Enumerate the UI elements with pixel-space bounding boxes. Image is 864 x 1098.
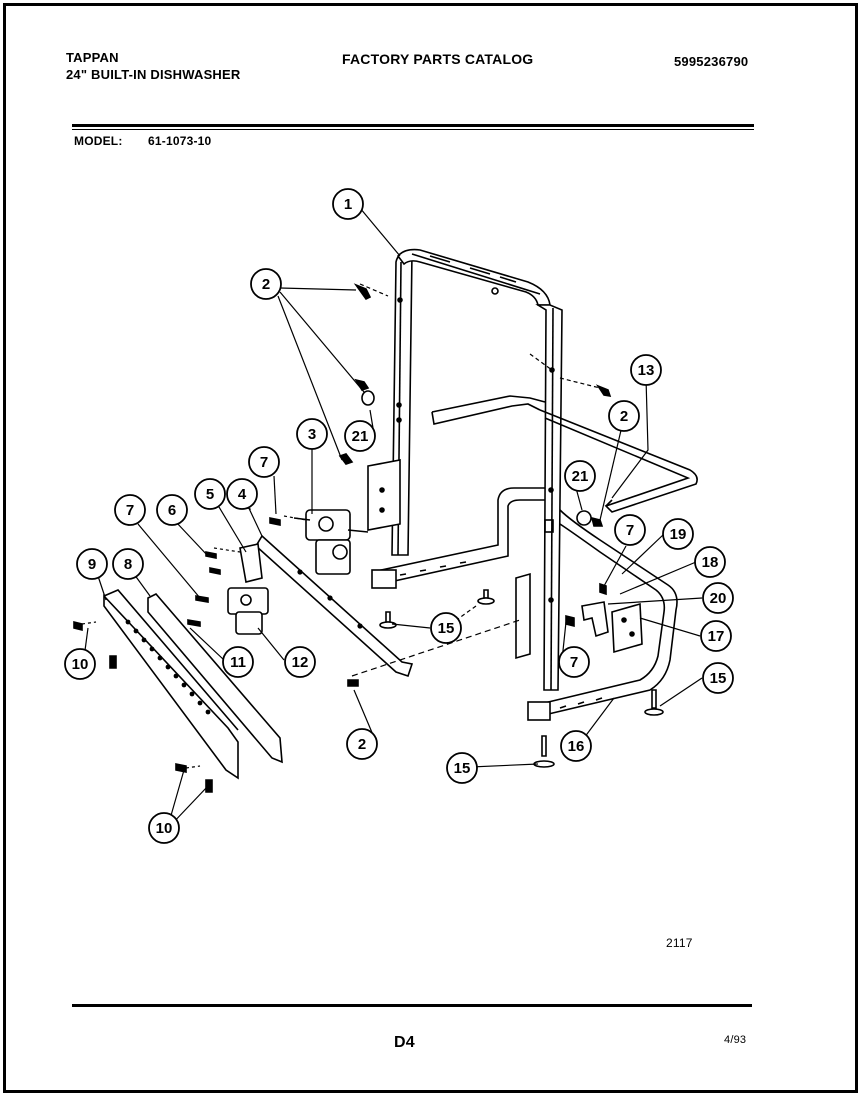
callout-label: 2 bbox=[620, 408, 628, 425]
callout-labels: 1 2 2 2 3 4 5 6 7 7 7 7 8 9 10 10 11 12 … bbox=[72, 196, 727, 837]
callout-20 bbox=[702, 582, 734, 614]
callout-2 bbox=[250, 268, 282, 300]
clip-20 bbox=[581, 601, 609, 638]
callout-label: 12 bbox=[292, 654, 309, 671]
callout-18 bbox=[694, 546, 726, 578]
callout-label: 21 bbox=[572, 468, 589, 485]
inlet-valve-3 bbox=[293, 509, 369, 575]
catalog-number: 5995236790 bbox=[674, 54, 749, 69]
callout-13 bbox=[630, 354, 662, 386]
bracket-left-vertical bbox=[367, 459, 401, 531]
callout-label: 20 bbox=[710, 590, 727, 607]
support-bracket-13 bbox=[431, 395, 698, 513]
callout-label: 7 bbox=[626, 522, 634, 539]
bracket-17 bbox=[611, 602, 643, 654]
model-number: 61-1073-10 bbox=[148, 134, 212, 148]
callout-7 bbox=[558, 646, 590, 678]
callout-label: 13 bbox=[638, 362, 655, 379]
product-name: 24" BUILT-IN DISHWASHER bbox=[66, 67, 241, 82]
callout-label: 16 bbox=[568, 738, 585, 755]
callout-17 bbox=[700, 620, 732, 652]
callout-label: 15 bbox=[454, 760, 471, 777]
callout-15 bbox=[446, 752, 478, 784]
header-rule-thick bbox=[72, 124, 754, 127]
callout-label: 2 bbox=[262, 276, 270, 293]
callout-label: 7 bbox=[260, 454, 268, 471]
brace-8 bbox=[147, 593, 283, 764]
catalog-title: FACTORY PARTS CATALOG bbox=[342, 51, 534, 67]
callout-label: 15 bbox=[438, 620, 455, 637]
callout-7 bbox=[114, 494, 146, 526]
tub-support-inner bbox=[371, 487, 545, 589]
callout-2 bbox=[346, 728, 378, 760]
callout-label: 11 bbox=[230, 654, 246, 671]
bracket-right-vertical bbox=[515, 572, 531, 660]
callout-label: 10 bbox=[72, 656, 89, 673]
callout-7 bbox=[614, 514, 646, 546]
model-label: MODEL: bbox=[74, 134, 123, 148]
callout-label: 4 bbox=[238, 486, 247, 503]
callout-label: 15 bbox=[710, 670, 727, 687]
callout-3 bbox=[296, 418, 328, 450]
footer-rule bbox=[72, 1004, 752, 1007]
callout-10 bbox=[64, 648, 96, 680]
callout-label: 3 bbox=[308, 426, 316, 443]
leveling-legs bbox=[379, 589, 664, 768]
door-frame-top-rail bbox=[396, 248, 551, 306]
callout-label: 1 bbox=[344, 196, 352, 213]
callout-label: 17 bbox=[708, 628, 725, 645]
header-rule-thin bbox=[72, 129, 754, 130]
leader-lines bbox=[81, 207, 703, 827]
print-date: 4/93 bbox=[724, 1034, 747, 1046]
switch-12 bbox=[227, 587, 269, 635]
callout-21 bbox=[564, 460, 596, 492]
callout-label: 21 bbox=[352, 428, 369, 445]
callout-label: 5 bbox=[206, 486, 214, 503]
callout-label: 7 bbox=[570, 654, 578, 671]
drawing-number: 2117 bbox=[666, 936, 693, 950]
page-id: D4 bbox=[394, 1034, 415, 1051]
brand-name: TAPPAN bbox=[66, 50, 119, 65]
callout-label: 9 bbox=[88, 556, 96, 573]
callout-2 bbox=[608, 400, 640, 432]
callout-9 bbox=[76, 548, 108, 580]
callout-5 bbox=[194, 478, 226, 510]
callout-label: 18 bbox=[702, 554, 719, 571]
callout-label: 6 bbox=[168, 502, 176, 519]
callout-1 bbox=[332, 188, 364, 220]
callout-6 bbox=[156, 494, 188, 526]
page-border bbox=[3, 3, 858, 1093]
callout-19 bbox=[662, 518, 694, 550]
switch-bracket-5 bbox=[239, 543, 263, 583]
callout-7 bbox=[248, 446, 280, 478]
callout-10 bbox=[148, 812, 180, 844]
control-panel-dots bbox=[125, 619, 211, 715]
callout-15 bbox=[430, 612, 462, 644]
callout-label: 19 bbox=[670, 526, 687, 543]
callout-label: 7 bbox=[126, 502, 134, 519]
callout-circles bbox=[64, 188, 734, 844]
callout-11 bbox=[222, 646, 254, 678]
callout-21 bbox=[344, 420, 376, 452]
callout-15 bbox=[702, 662, 734, 694]
callout-8 bbox=[112, 548, 144, 580]
callout-label: 10 bbox=[156, 820, 173, 837]
control-panel-9 bbox=[103, 589, 239, 780]
callout-label: 8 bbox=[124, 556, 132, 573]
callout-4 bbox=[226, 478, 258, 510]
callout-16 bbox=[560, 730, 592, 762]
door-frame-upright-right bbox=[535, 304, 563, 691]
callout-label: 2 bbox=[358, 736, 366, 753]
callout-12 bbox=[284, 646, 316, 678]
